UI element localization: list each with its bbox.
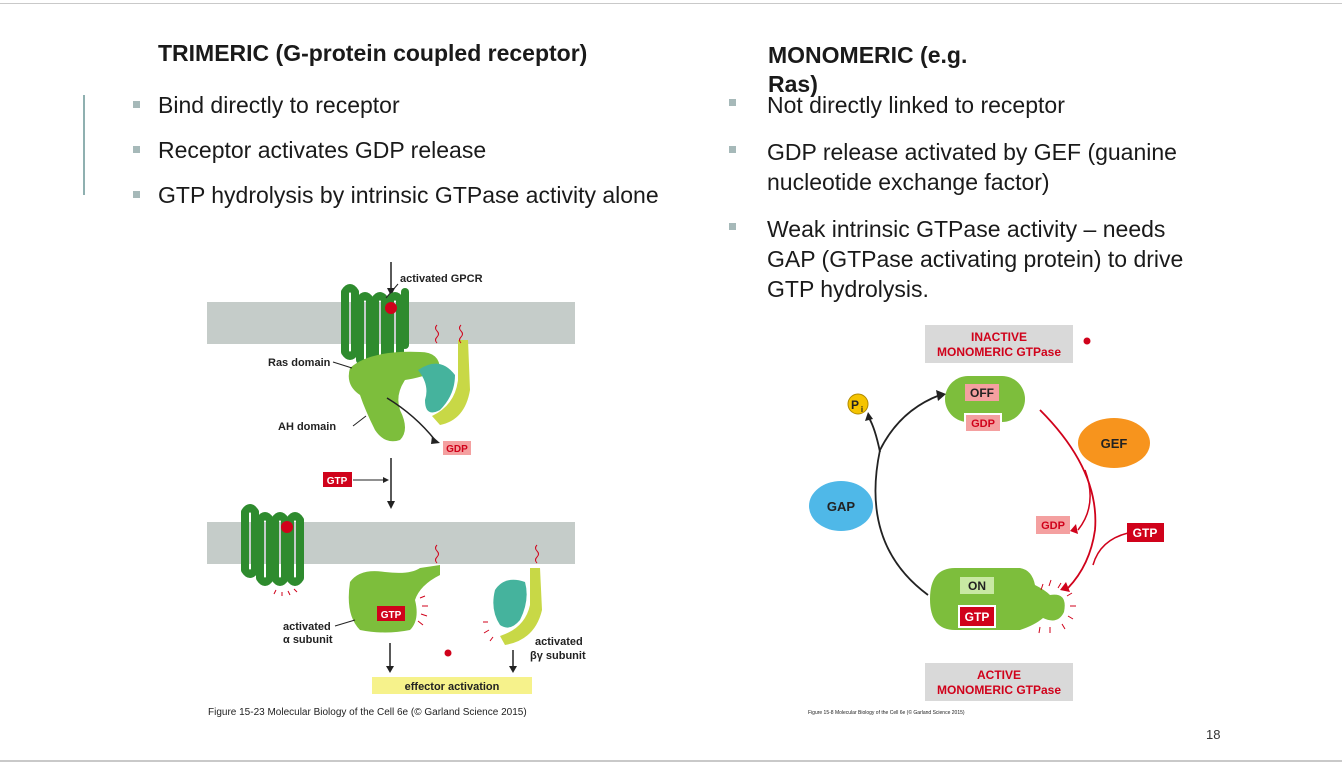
gpcr-figure: activated GPCR Ras domain AH domain GDP … — [207, 262, 586, 718]
label-pi: P — [851, 398, 859, 412]
bullet-text: Receptor activates GDP release — [158, 137, 487, 163]
alpha-subunit — [348, 565, 440, 633]
gtp-in-box — [1127, 523, 1164, 542]
bullet-text: GTP hydrolysis by intrinsic GTPase activ… — [158, 182, 659, 208]
trimeric-heading: TRIMERIC (G-protein coupled receptor) — [158, 40, 588, 66]
monomeric-heading-line1: MONOMERIC (e.g. — [768, 42, 968, 68]
monomeric-heading-line2: Ras) — [768, 71, 818, 97]
gtpase-cycle-figure: INACTIVE MONOMERIC GTPase OFF GDP P i GA… — [808, 325, 1164, 716]
ah-domain — [418, 363, 455, 413]
bullet-text: GAP (GTPase activating protein) to drive — [767, 246, 1184, 272]
gtp-bound-box — [377, 606, 405, 621]
gpcr-receptor-top — [341, 284, 409, 368]
label-activated-alpha-2: α subunit — [283, 634, 333, 646]
label-active-2: MONOMERIC GTPase — [937, 683, 1061, 697]
bullet-text: Bind directly to receptor — [158, 92, 400, 118]
on-box — [960, 577, 994, 594]
list-item: Receptor activates GDP release — [133, 135, 733, 165]
monomeric-bullet-list: Not directly linked to receptor GDP rele… — [729, 90, 1249, 304]
gpcr-receptor-bottom — [241, 504, 304, 586]
beta-gamma-yellow — [500, 568, 542, 645]
label-activated-gpcr: activated GPCR — [400, 273, 483, 285]
figure-caption-left: Figure 15-23 Molecular Biology of the Ce… — [208, 707, 527, 718]
list-item: GTP hydrolysis by intrinsic GTPase activ… — [133, 180, 733, 210]
label-ras-domain: Ras domain — [268, 357, 331, 369]
beta-gamma-teal — [493, 579, 527, 628]
label-inactive-2: MONOMERIC GTPase — [937, 345, 1061, 359]
slide-top-border — [0, 3, 1342, 4]
bullet-text: GDP release activated by GEF (guanine — [767, 139, 1177, 165]
ras-domain — [348, 351, 440, 442]
beta-gamma — [432, 340, 470, 425]
trimeric-bullet-list: Bind directly to receptor Receptor activ… — [133, 90, 733, 210]
gtp-bound-box — [960, 607, 994, 626]
label-gdp-released: GDP — [1041, 520, 1065, 532]
bullet-marker — [133, 191, 140, 198]
list-item: Not directly linked to receptor — [729, 90, 1249, 120]
monomeric-heading: MONOMERIC (e.g. Ras) — [768, 41, 967, 99]
label-gdp-bound: GDP — [971, 418, 995, 430]
label-activated-alpha-1: activated — [283, 621, 331, 633]
label-on: ON — [968, 579, 986, 593]
slide-bottom-border — [0, 760, 1342, 762]
off-box — [965, 384, 999, 401]
label-gtp-bound: GTP — [965, 610, 990, 624]
label-gef: GEF — [1101, 436, 1128, 451]
label-off: OFF — [970, 386, 994, 400]
list-item: Bind directly to receptor — [133, 90, 733, 120]
bullet-text: GTP hydrolysis. — [767, 276, 929, 302]
on-gtpase — [930, 568, 1065, 630]
accent-bar — [83, 95, 85, 195]
gdp-released-box — [1036, 516, 1070, 534]
bullet-marker — [729, 223, 736, 230]
label-activated-bg-1: activated — [535, 636, 583, 648]
label-gtp-in: GTP — [1133, 526, 1158, 540]
gtp-in-box — [323, 472, 352, 487]
bullet-text: Weak intrinsic GTPase activity – needs — [767, 216, 1166, 242]
active-label-box — [925, 663, 1073, 701]
page-number: 18 — [1206, 727, 1221, 742]
bullet-marker — [729, 99, 736, 106]
ligand-dot — [385, 302, 397, 314]
label-gtp-in: GTP — [327, 476, 348, 487]
list-item: GDP release activated by GEF (guanine nuc… — [729, 137, 1249, 197]
bullet-text: Not directly linked to receptor — [767, 92, 1065, 118]
inactive-label-box — [925, 325, 1073, 363]
gdp-released-box — [443, 441, 471, 455]
effector-bar — [372, 677, 532, 694]
bullet-marker — [133, 146, 140, 153]
gdp-bound-box — [966, 415, 1000, 431]
label-pi-sub: i — [861, 405, 863, 414]
bullet-text: nucleotide exchange factor) — [767, 169, 1050, 195]
bullet-marker — [133, 101, 140, 108]
label-active-1: ACTIVE — [977, 668, 1021, 682]
pi-circle — [847, 393, 869, 415]
bullet-marker — [729, 146, 736, 153]
label-gtp-bound: GTP — [381, 610, 402, 621]
label-gdp-released: GDP — [446, 444, 468, 455]
figure-caption-right: Figure 15-8 Molecular Biology of the Cel… — [808, 709, 965, 716]
label-ah-domain: AH domain — [278, 421, 336, 433]
gef-blob — [1078, 418, 1150, 468]
label-gap: GAP — [827, 499, 856, 514]
label-effector-activation: effector activation — [405, 681, 500, 693]
label-inactive-1: INACTIVE — [971, 330, 1027, 344]
label-activated-bg-2: βγ subunit — [530, 650, 586, 662]
gap-blob — [809, 481, 873, 531]
